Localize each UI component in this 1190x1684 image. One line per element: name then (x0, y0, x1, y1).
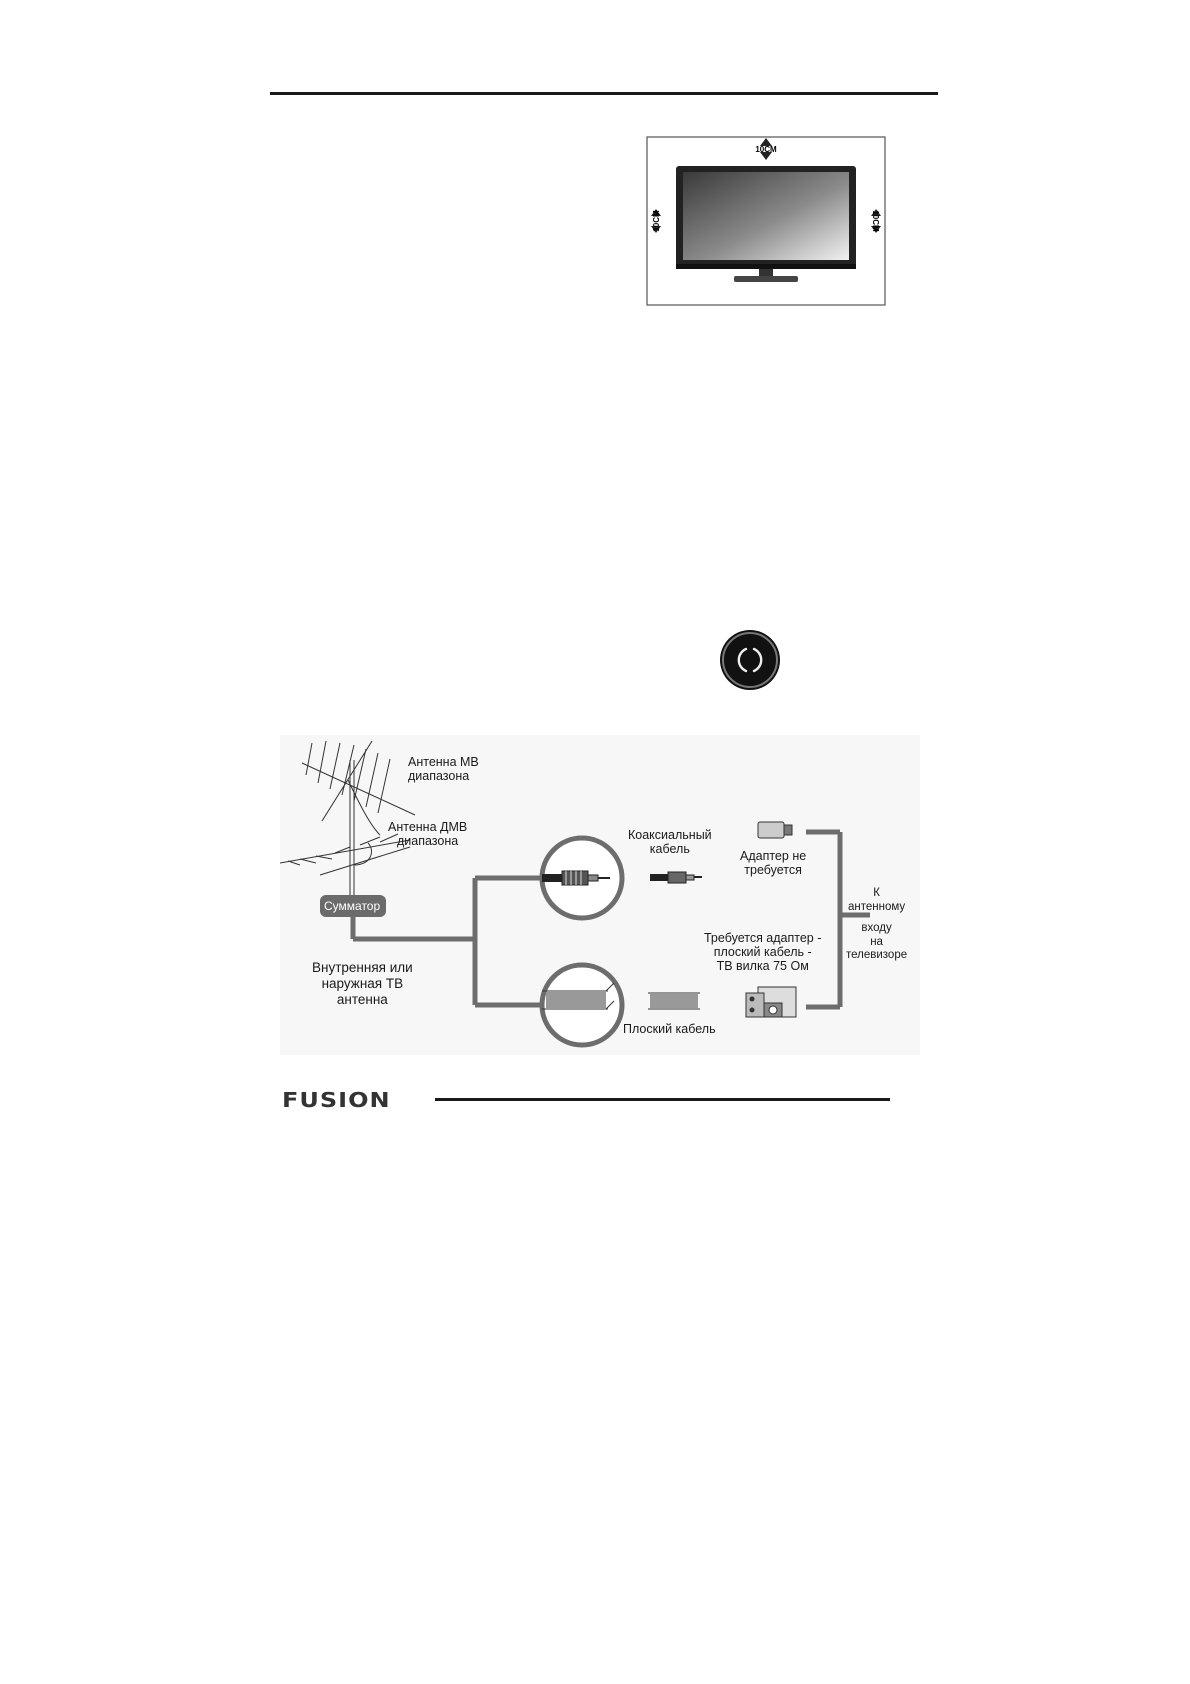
brand-logo: FUSION (282, 1088, 391, 1112)
clearance-top-label: 10CM (755, 145, 777, 154)
antenna-drawing (280, 740, 416, 895)
balun-adapter-icon (745, 986, 797, 1018)
combiner-box (320, 895, 386, 917)
coax-cable-small (650, 871, 702, 884)
header-rule (270, 92, 938, 95)
flat-cable-small (648, 992, 700, 1010)
adapter-required-label: Требуется адаптер -плоский кабель -ТВ ви… (704, 931, 822, 973)
tv-screen (683, 172, 849, 260)
combiner-label: Сумматор (324, 899, 381, 913)
flat-cable-label: Плоский кабель (623, 1022, 716, 1036)
coax-cable-drawing (542, 870, 610, 886)
plug-icon (757, 821, 793, 839)
clearance-left-label: 10CM (652, 210, 661, 232)
flat-cable-drawing (542, 982, 615, 1010)
tv-clearance-figure: 10CM 10CM 10CM (646, 136, 886, 306)
power-button-icon (719, 629, 781, 691)
footer-rule (435, 1098, 890, 1101)
tv-stand (734, 276, 798, 282)
clearance-right-label: 10CM (871, 210, 880, 232)
